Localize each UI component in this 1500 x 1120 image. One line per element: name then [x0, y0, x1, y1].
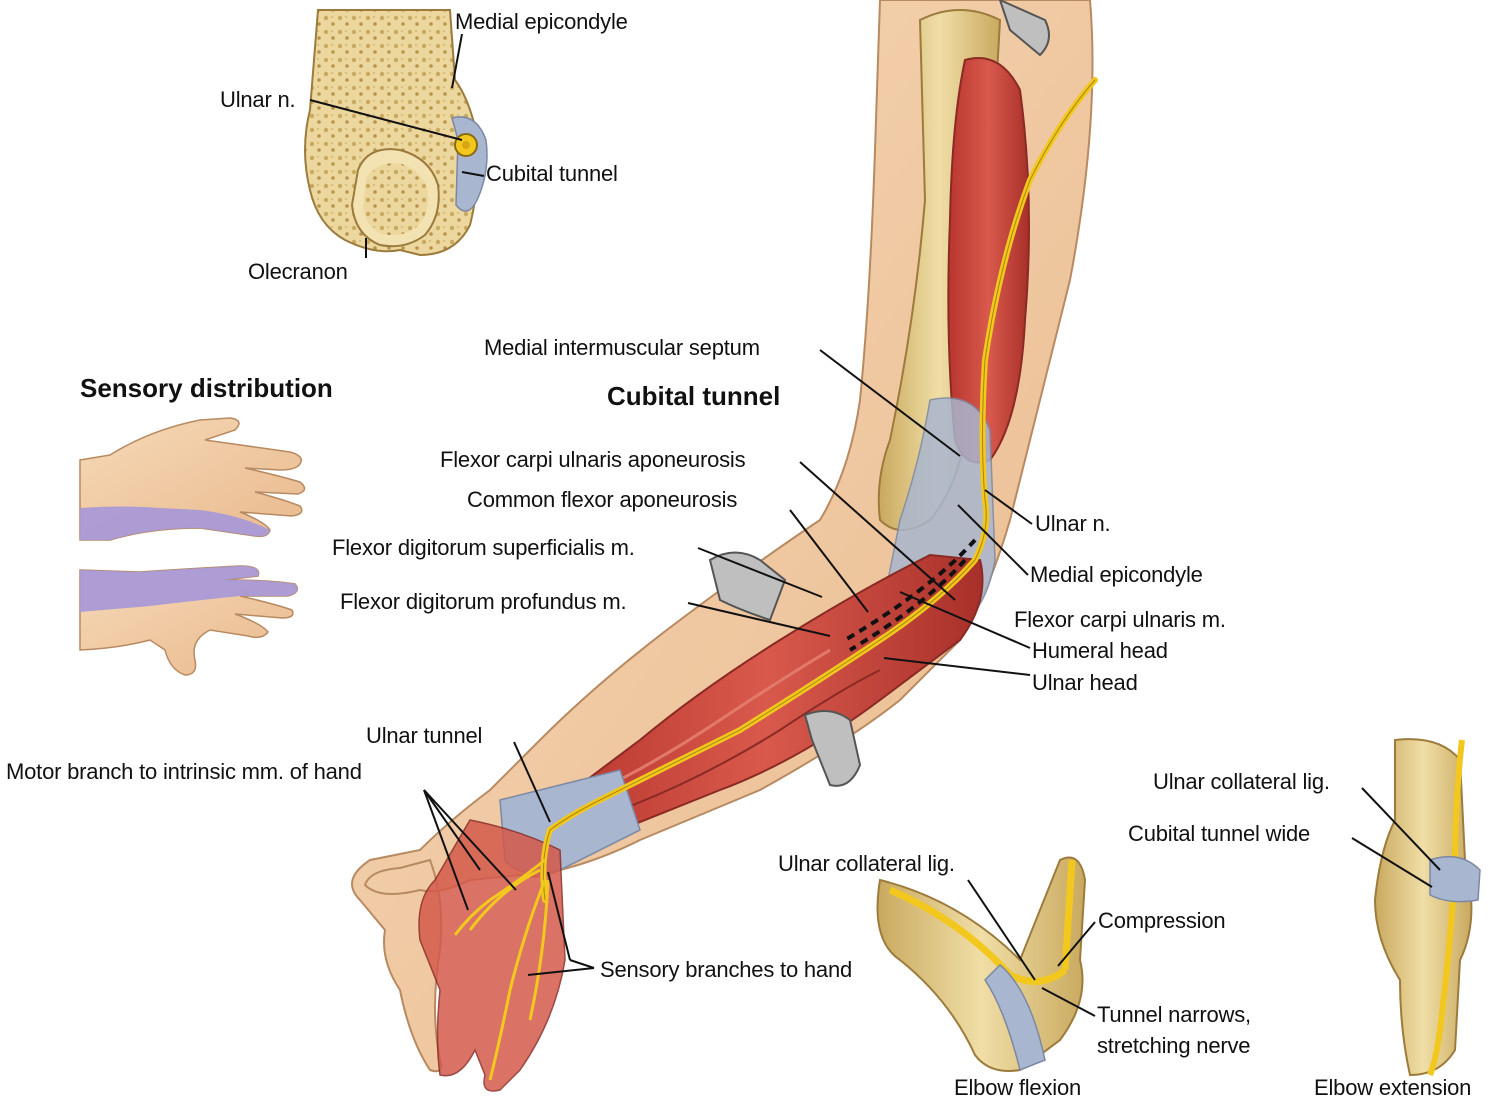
- label-ulnar-tunnel: Ulnar tunnel: [366, 723, 483, 748]
- heading-sensory-distribution: Sensory distribution: [80, 373, 333, 403]
- label-ulnar-collateral-lig-flexion: Ulnar collateral lig.: [778, 851, 955, 876]
- sensory-hands: [79, 417, 306, 676]
- main-arm: [351, 0, 1098, 1092]
- label-cubital-tunnel-top: Cubital tunnel: [486, 161, 618, 186]
- label-olecranon: Olecranon: [248, 259, 348, 284]
- label-ulnar-n-arm: Ulnar n.: [1035, 511, 1111, 536]
- label-ulnar-collateral-lig-extension: Ulnar collateral lig.: [1153, 769, 1330, 794]
- label-fds: Flexor digitorum superficialis m.: [332, 535, 635, 560]
- label-tunnel-narrows-line1: Tunnel narrows,: [1097, 1002, 1251, 1027]
- label-sensory-branches: Sensory branches to hand: [600, 957, 853, 982]
- label-fdp: Flexor digitorum profundus m.: [340, 589, 627, 614]
- caption-elbow-extension: Elbow extension: [1314, 1075, 1472, 1100]
- elbow-extension-inset: [1373, 738, 1481, 1077]
- label-fcu-aponeurosis: Flexor carpi ulnaris aponeurosis: [440, 447, 746, 472]
- label-compression: Compression: [1098, 908, 1226, 933]
- label-ulnar-head: Ulnar head: [1032, 670, 1138, 695]
- elbow-flexion-inset: [876, 856, 1087, 1072]
- label-fcu-muscle: Flexor carpi ulnaris m.: [1014, 607, 1226, 632]
- heading-cubital-tunnel: Cubital tunnel: [607, 381, 781, 411]
- leader-lines: [309, 33, 1441, 1017]
- label-medial-epicondyle-top: Medial epicondyle: [455, 9, 628, 34]
- elbow-cross-section: [304, 9, 488, 257]
- label-tunnel-narrows-line2: stretching nerve: [1097, 1033, 1251, 1058]
- label-medial-intermuscular-septum: Medial intermuscular septum: [484, 335, 760, 360]
- label-medial-epicondyle-arm: Medial epicondyle: [1030, 562, 1203, 587]
- label-humeral-head: Humeral head: [1032, 638, 1168, 663]
- label-common-flexor-aponeurosis: Common flexor aponeurosis: [467, 487, 738, 512]
- label-motor-branch: Motor branch to intrinsic mm. of hand: [6, 759, 362, 784]
- label-ulnar-n-top: Ulnar n.: [220, 87, 296, 112]
- label-cubital-tunnel-wide: Cubital tunnel wide: [1128, 821, 1311, 846]
- caption-elbow-flexion: Elbow flexion: [954, 1075, 1082, 1100]
